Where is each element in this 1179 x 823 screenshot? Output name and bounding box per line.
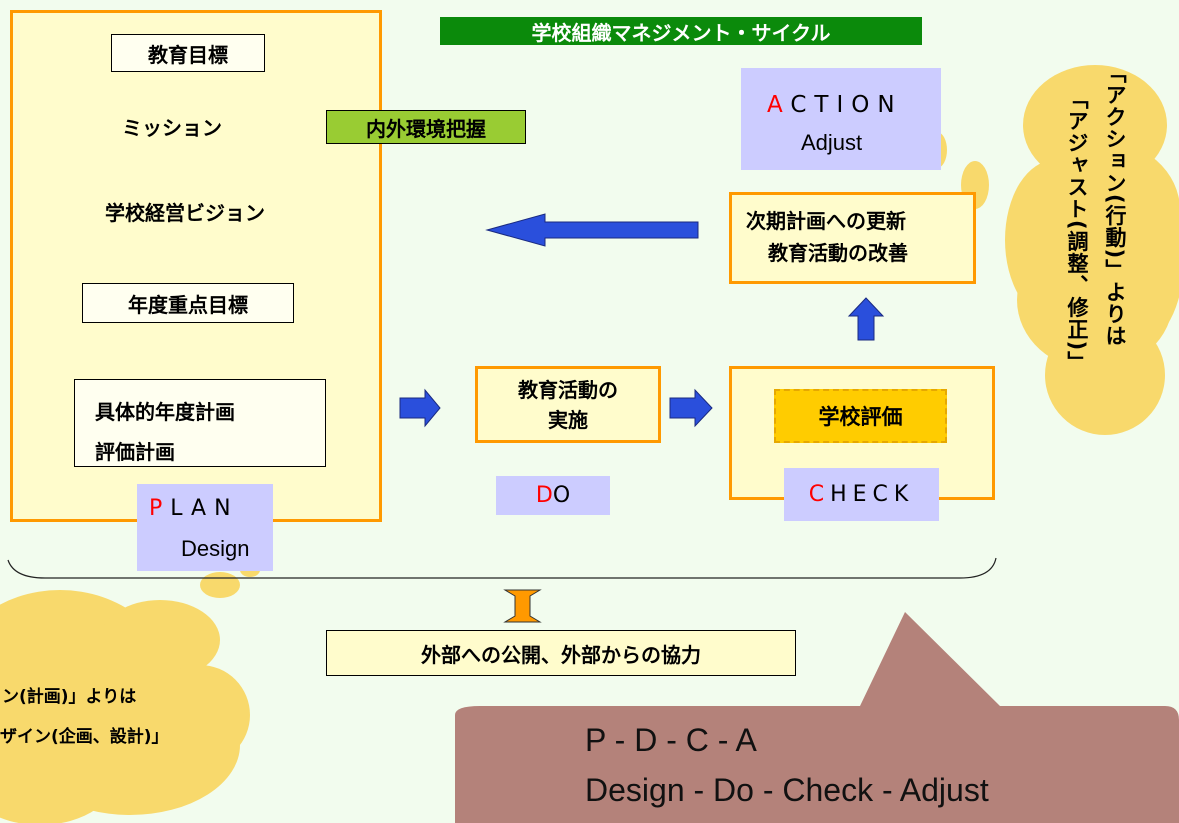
page-title: 学校組織マネジメント・サイクル — [440, 17, 922, 45]
right-cloud-line2: 「アジャスト(調整、修正)」 — [1065, 88, 1089, 374]
right-arrow-icon — [399, 388, 441, 428]
next-plan-box: 次期計画への更新 教育活動の改善 — [729, 192, 976, 284]
education-goal-box: 教育目標 — [111, 34, 265, 72]
plan-initial: P — [149, 496, 171, 521]
plan-phase-label: PLAN Design — [137, 484, 273, 571]
plan-design-label: Design — [181, 536, 250, 561]
next-plan-line1: 次期計画への更新 — [746, 209, 906, 233]
left-cloud-line2: ザイン(企画、設計)」 — [0, 727, 169, 747]
cycle-bracket — [7, 557, 997, 579]
left-arrow-icon — [485, 213, 699, 247]
do-activity-box: 教育活動の 実施 — [475, 366, 661, 443]
action-phase-label: ACTION Adjust — [741, 68, 941, 170]
pdca-subheading: Design - Do - Check - Adjust — [585, 772, 989, 808]
school-vision-label: 学校経営ビジョン — [105, 201, 265, 225]
action-initial: A — [767, 92, 791, 118]
mission-label: ミッション — [122, 116, 222, 140]
left-cloud-text: ン(計画)」よりは ザイン(企画、設計)」 — [0, 677, 169, 757]
concrete-plan-box: 具体的年度計画 評価計画 — [74, 379, 326, 467]
check-rest: HECK — [830, 482, 915, 507]
left-thought-cloud — [0, 563, 260, 823]
pdca-callout — [455, 612, 1179, 823]
do-line2: 実施 — [548, 408, 588, 432]
next-plan-line2: 教育活動の改善 — [768, 241, 908, 265]
action-rest: CTION — [790, 92, 903, 118]
annual-goal-box: 年度重点目標 — [82, 283, 294, 323]
do-initial: D — [535, 483, 553, 508]
public-cooperation-box: 外部への公開、外部からの協力 — [326, 630, 796, 676]
check-initial: C — [808, 482, 831, 507]
right-cloud-line1: 「アクション(行動)」よりは — [1103, 62, 1127, 348]
plan-rest: LAN — [170, 496, 239, 521]
concrete-plan-line1: 具体的年度計画 — [95, 400, 235, 424]
action-adjust-label: Adjust — [801, 130, 863, 155]
pdca-heading: P - D - C - A — [585, 722, 757, 758]
left-cloud-line1: ン(計画)」よりは — [2, 687, 137, 707]
school-evaluation-box: 学校評価 — [774, 389, 947, 443]
environment-box: 内外環境把握 — [326, 110, 526, 144]
evaluation-plan-line2: 評価計画 — [95, 440, 175, 464]
right-arrow-icon — [669, 388, 713, 428]
up-arrow-icon — [847, 297, 885, 341]
up-down-arrow-icon — [503, 589, 542, 623]
do-rest: O — [552, 483, 571, 508]
do-line1: 教育活動の — [518, 378, 618, 402]
